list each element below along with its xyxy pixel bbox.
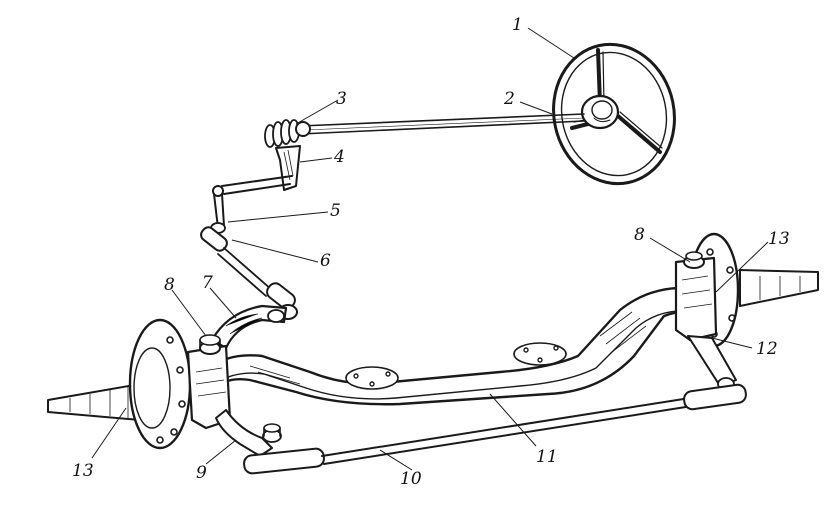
callout-11: 11 bbox=[536, 447, 558, 467]
callout-8-right: 8 bbox=[634, 225, 645, 245]
callout-12: 12 bbox=[756, 339, 778, 359]
steering-wheel bbox=[552, 42, 676, 186]
drag-link bbox=[200, 226, 298, 320]
callout-leaders bbox=[91, 27, 769, 471]
callout-13-left: 13 bbox=[72, 461, 94, 481]
callout-10: 10 bbox=[400, 469, 422, 489]
tie-rod bbox=[243, 383, 747, 475]
callout-13-right: 13 bbox=[768, 229, 790, 249]
callout-5: 5 bbox=[330, 201, 341, 221]
callout-3: 3 bbox=[336, 89, 347, 109]
callout-6: 6 bbox=[320, 251, 331, 271]
steering-knuckle-arm bbox=[210, 304, 288, 350]
callout-labels: 1 2 3 4 5 6 7 8 8 9 10 11 12 13 13 bbox=[72, 15, 790, 489]
callout-1: 1 bbox=[512, 15, 523, 35]
steering-column-shaft bbox=[299, 113, 585, 135]
right-steering-knuckle bbox=[674, 232, 819, 391]
callout-9: 9 bbox=[196, 463, 207, 483]
tie-rod-arm bbox=[215, 409, 282, 457]
steering-gear-box bbox=[212, 119, 311, 197]
callout-8-left: 8 bbox=[164, 275, 175, 295]
callout-2: 2 bbox=[503, 89, 515, 109]
left-steering-knuckle bbox=[47, 318, 232, 450]
callout-4: 4 bbox=[333, 147, 345, 167]
callout-7: 7 bbox=[202, 273, 213, 293]
pitman-arm bbox=[210, 193, 226, 234]
